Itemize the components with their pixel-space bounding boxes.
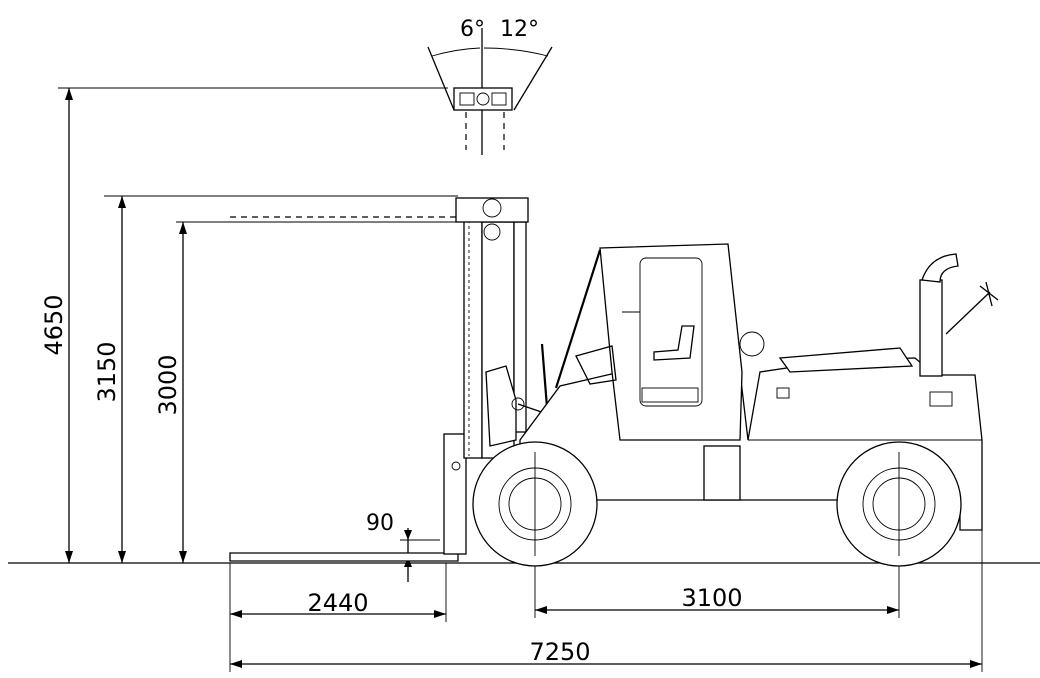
carriage-block-right xyxy=(491,92,507,106)
dim-3100 xyxy=(535,606,899,614)
front-wheel xyxy=(472,441,598,567)
fork-thickness-arrow-top xyxy=(404,530,412,540)
tilt-angle-detail xyxy=(427,28,553,155)
dim-3150 xyxy=(118,196,126,563)
dim-3150-arrow-bottom xyxy=(118,551,126,563)
mast-pulley xyxy=(483,223,501,241)
fork-blade xyxy=(229,544,459,562)
tilt-backward-label: 12° xyxy=(500,17,539,42)
tilt-forward-limit xyxy=(427,46,455,111)
tilt-backward-limit xyxy=(513,46,553,111)
tilt-forward-label: 6° xyxy=(460,17,485,42)
operator-cab xyxy=(599,243,743,441)
engine-hood xyxy=(778,347,914,373)
air-intake-rod xyxy=(945,291,991,335)
body-badge xyxy=(776,387,790,399)
mast-top-pulley xyxy=(482,198,502,218)
carriage-pulley xyxy=(476,92,490,106)
dim-2440-arrow-right xyxy=(434,610,446,618)
dim-3100-arrow-left xyxy=(535,606,547,614)
lower-carriage xyxy=(485,365,517,447)
dim-7250-arrow-left xyxy=(230,660,242,668)
side-mirror xyxy=(739,331,765,357)
dim-3100-arrow-right xyxy=(887,606,899,614)
step-box xyxy=(703,445,741,501)
dim-3150-arrow-top xyxy=(118,196,126,208)
rear-light xyxy=(929,391,953,407)
operator-seat xyxy=(653,325,695,361)
height-4650-label: 4650 xyxy=(40,294,68,355)
length-2440-label: 2440 xyxy=(307,589,368,617)
dim-3000-arrow-top xyxy=(179,222,187,234)
carriage-block-left xyxy=(459,92,475,106)
air-intake-cap xyxy=(979,281,999,307)
tilt-forward-arc xyxy=(431,47,481,57)
dim-2440 xyxy=(230,610,446,618)
height-3150-label: 3150 xyxy=(93,341,121,402)
length-7250-label: 7250 xyxy=(529,638,590,666)
dim-4650-arrow-top xyxy=(65,88,73,100)
cab-front-pillar xyxy=(554,249,602,389)
tilt-backward-arc xyxy=(483,47,549,57)
fork-thickness-label: 90 xyxy=(366,511,394,536)
fork-thickness-arrow-bottom xyxy=(404,557,412,567)
dim-4650 xyxy=(65,88,73,563)
steering-column xyxy=(575,345,617,385)
mast-top-carriage xyxy=(455,197,529,223)
exhaust-pipe xyxy=(919,279,943,377)
rear-wheel xyxy=(836,441,962,567)
cab-door-window xyxy=(639,257,703,407)
length-3100-label: 3100 xyxy=(681,584,742,612)
tilt-cylinder-pivot xyxy=(511,397,525,411)
fork-pin xyxy=(451,461,461,471)
height-3000-label: 3000 xyxy=(154,354,182,415)
fork-shank xyxy=(443,433,467,555)
forklift-side-view xyxy=(229,197,999,567)
exhaust-elbow xyxy=(921,253,959,283)
dim-2440-arrow-left xyxy=(230,610,242,618)
dim-3000 xyxy=(179,222,187,563)
dim-4650-arrow-bottom xyxy=(65,551,73,563)
carriage-top-view xyxy=(453,87,513,111)
dim-7250 xyxy=(230,660,982,668)
cab-grille xyxy=(641,387,699,403)
dim-3000-arrow-bottom xyxy=(179,551,187,563)
mast-inner xyxy=(463,211,483,459)
dim-7250-arrow-right xyxy=(970,660,982,668)
